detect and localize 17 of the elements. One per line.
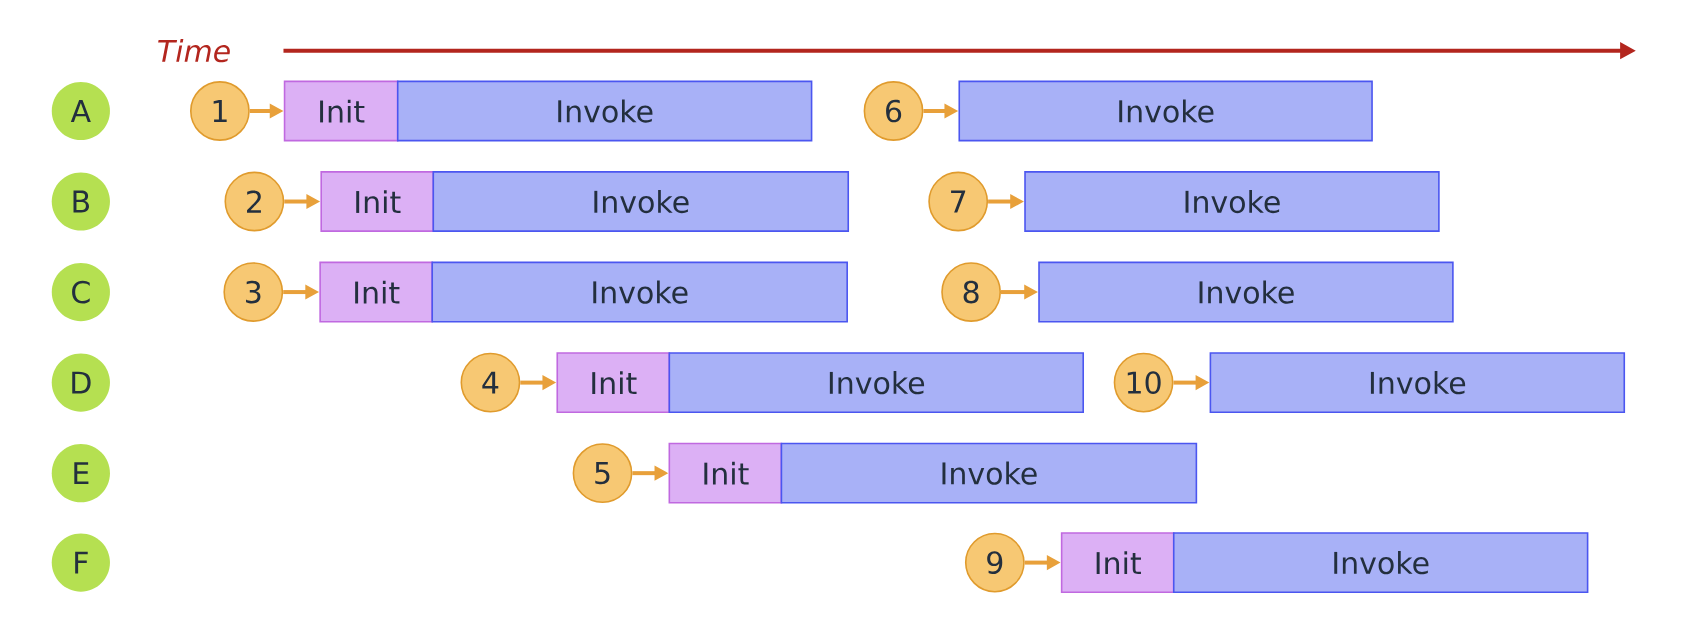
invoke-box: Invoke <box>668 352 1084 414</box>
init-box: Init <box>668 442 783 504</box>
invoke-box: Invoke <box>396 80 813 142</box>
init-box: Init <box>319 261 434 323</box>
init-box: Init <box>283 80 399 142</box>
init-box: Init <box>320 171 435 232</box>
invoke-box: Invoke <box>1024 171 1440 232</box>
invoke-box: Invoke <box>958 80 1373 142</box>
axis-label: Time <box>158 39 230 63</box>
invoke-box: Invoke <box>1209 352 1626 414</box>
init-box: Init <box>556 352 671 414</box>
invoke-box: Invoke <box>432 171 850 232</box>
invoke-box: Invoke <box>1038 261 1454 323</box>
invoke-box: Invoke <box>1172 532 1589 594</box>
init-box: Init <box>1060 532 1175 594</box>
invoke-box: Invoke <box>431 261 848 323</box>
invoke-box: Invoke <box>780 442 1198 504</box>
